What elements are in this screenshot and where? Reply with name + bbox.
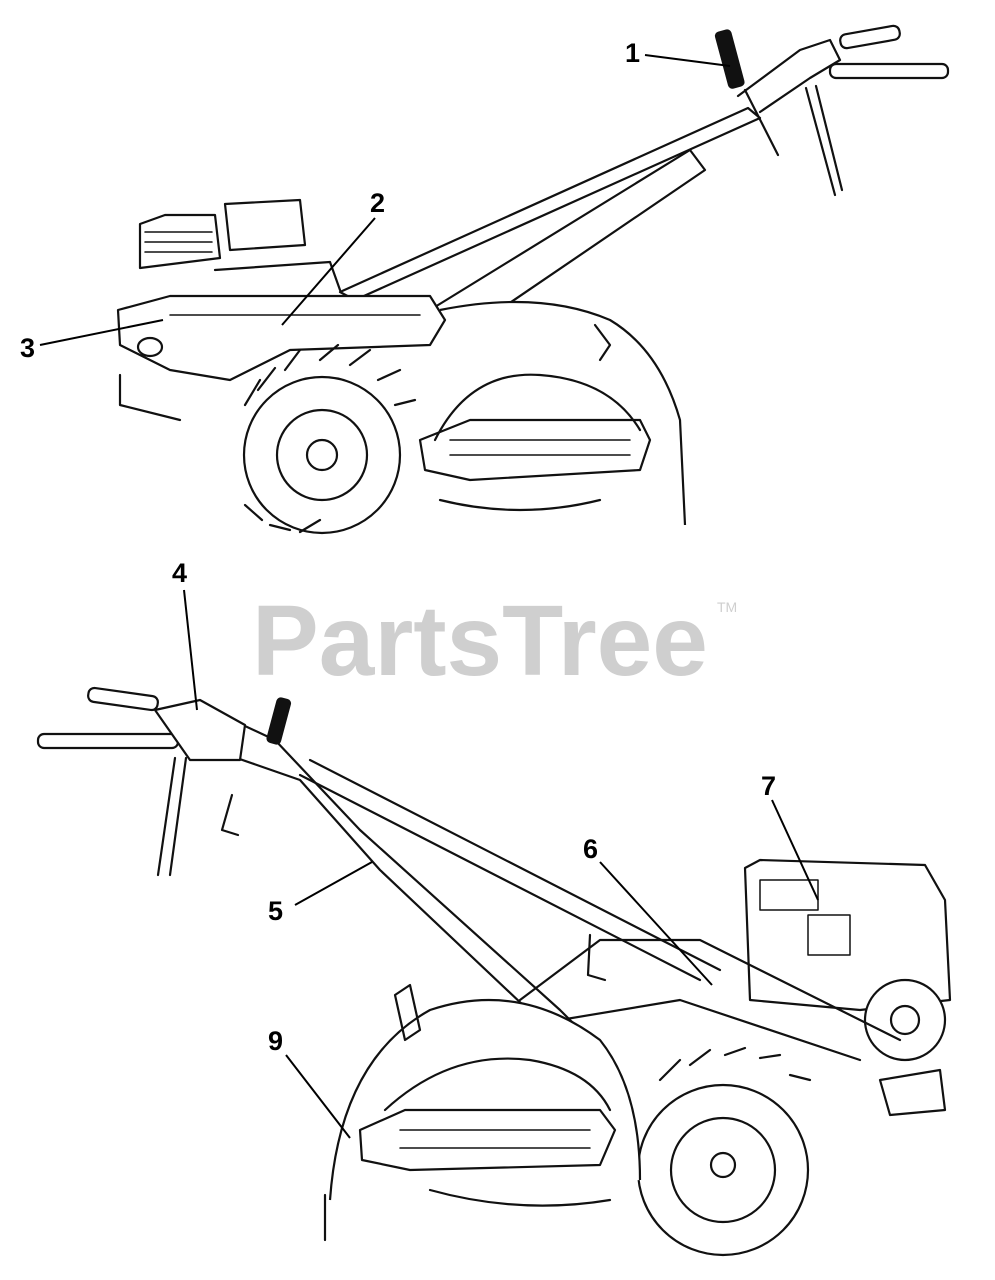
callout-2: 2 — [281, 188, 385, 326]
callout-9: 9 — [268, 1026, 351, 1139]
callout-6: 6 — [583, 834, 713, 986]
callout-3: 3 — [20, 319, 164, 363]
callout-label-2: 2 — [370, 188, 385, 218]
callout-label-4: 4 — [172, 558, 187, 588]
tiller-bottom-view — [36, 686, 952, 1257]
callout-1: 1 — [625, 38, 731, 68]
callout-7: 7 — [761, 771, 819, 901]
callout-label-1: 1 — [625, 38, 640, 68]
callout-label-5: 5 — [268, 896, 283, 926]
clutch-grip — [714, 29, 745, 89]
callout-label-3: 3 — [20, 333, 35, 363]
watermark-text: PartsTree — [252, 585, 708, 697]
callout-5: 5 — [268, 861, 373, 926]
callout-label-6: 6 — [583, 834, 598, 864]
clutch-grip-bottom — [266, 697, 292, 745]
tiller-top-view — [116, 24, 950, 535]
watermark-trademark: TM — [717, 599, 737, 615]
callout-label-7: 7 — [761, 771, 776, 801]
callout-label-9: 9 — [268, 1026, 283, 1056]
callout-4: 4 — [172, 558, 198, 711]
